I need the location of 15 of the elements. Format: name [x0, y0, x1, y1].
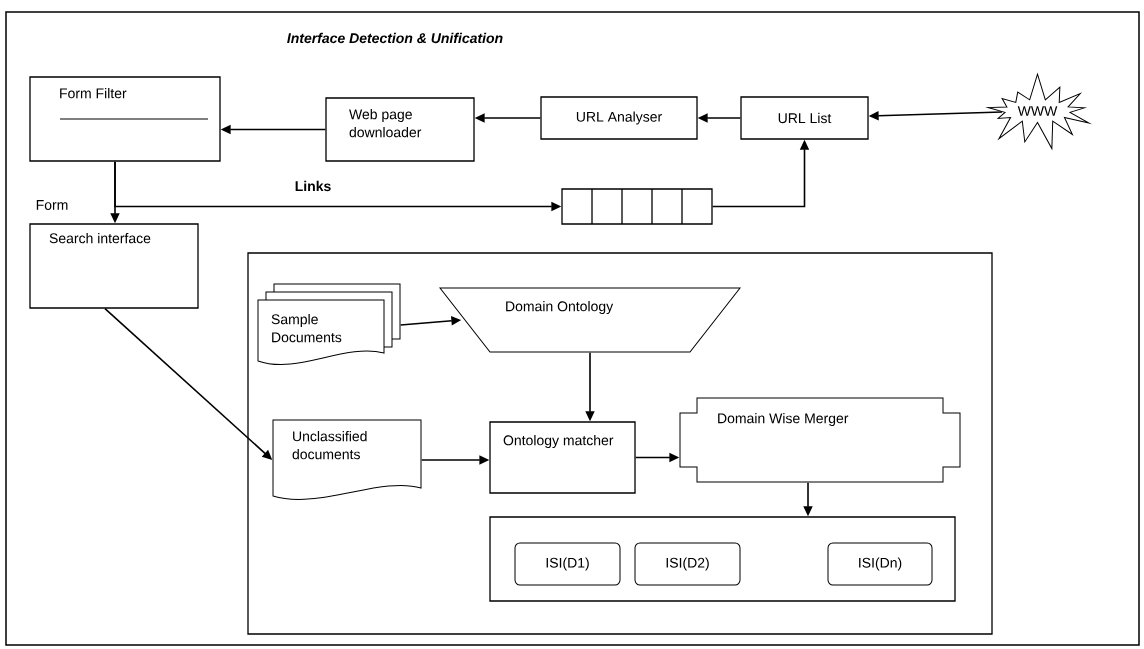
title: Interface Detection & Unification — [287, 32, 503, 44]
rounded-box: ISI(D1) — [514, 542, 621, 586]
process-box: Ontology matcher — [489, 421, 636, 494]
process-box: Web page downloader — [325, 97, 475, 162]
process-box: Search interface — [29, 223, 199, 309]
rounded-box: ISI(Dn) — [827, 542, 933, 586]
process-box: URL List — [740, 96, 869, 140]
process-box: URL Analyser — [540, 96, 698, 140]
rounded-box: ISI(D2) — [634, 542, 741, 586]
edge-label: Links — [293, 179, 333, 193]
filter-box: Form Filter — [29, 76, 221, 162]
queue-drawing — [561, 188, 713, 225]
document-stack: Sample Documents — [257, 283, 401, 366]
merger-box: Domain Wise Merger — [679, 397, 961, 483]
edge-label: Form — [34, 199, 70, 211]
